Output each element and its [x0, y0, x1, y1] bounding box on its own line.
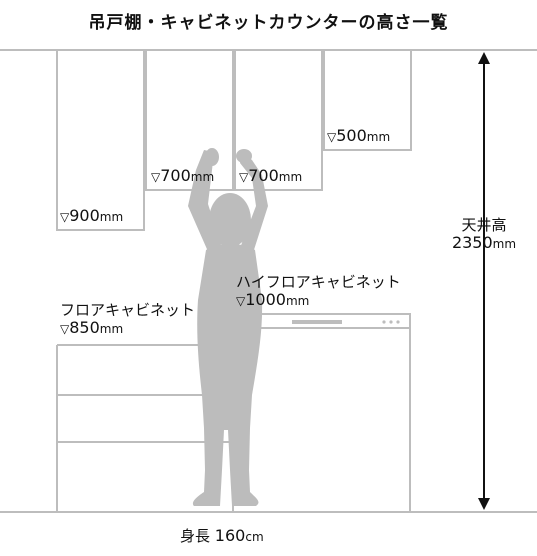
wall-cabinet-900 — [56, 49, 145, 231]
wall-cabinet-label: ▽500mm — [327, 126, 391, 145]
high-floor-cabinet-name: ハイフロアキャビネット — [236, 273, 401, 291]
wall-cabinet-label: ▽700mm — [239, 166, 303, 185]
control-dot — [382, 320, 386, 324]
control-dot — [396, 320, 400, 324]
wall-cabinet-label: ▽900mm — [60, 206, 124, 225]
high-floor-cabinet-label: ハイフロアキャビネット ▽1000mm — [236, 273, 401, 309]
ceiling-height-arrow — [478, 52, 490, 510]
control-dot — [389, 320, 393, 324]
wall-cabinet-700-b — [234, 49, 323, 191]
dishwasher-handle — [292, 320, 342, 324]
person-height-label: 身長 160cm — [180, 526, 264, 546]
wall-cabinet-700-a — [145, 49, 234, 191]
wall-cabinet-500 — [323, 49, 412, 151]
floor-cabinet-label: フロアキャビネット ▽850mm — [60, 301, 196, 337]
diagram-title: 吊戸棚・キャビネットカウンターの高さ一覧 — [88, 13, 449, 33]
person-silhouette — [188, 148, 268, 506]
wall-cabinet-label: ▽700mm — [151, 166, 215, 185]
ceiling-height-title: 天井高 — [461, 216, 507, 234]
floor-cabinet-name: フロアキャビネット — [60, 301, 196, 319]
ceiling-height-label: 天井高 2350mm — [441, 216, 527, 253]
